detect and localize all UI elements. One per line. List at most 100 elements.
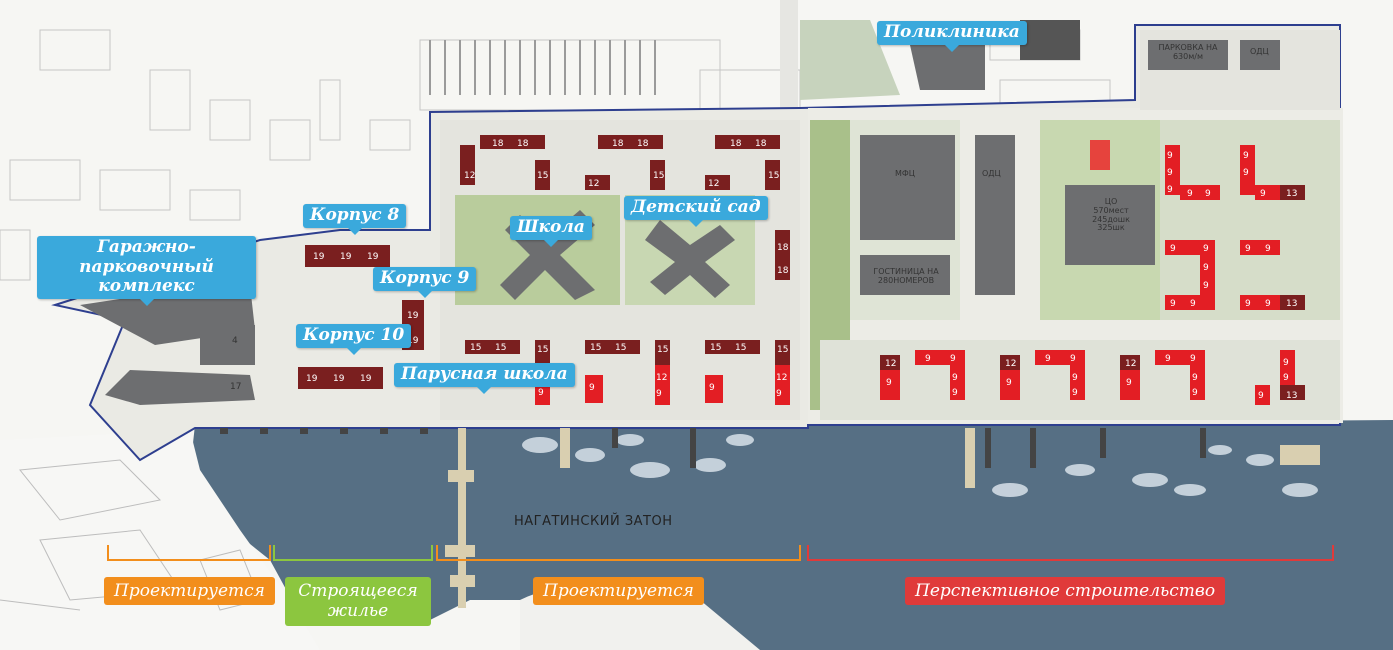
svg-text:15: 15: [735, 343, 746, 353]
svg-text:12: 12: [1005, 359, 1016, 369]
svg-text:9: 9: [1203, 281, 1209, 291]
svg-text:9: 9: [1167, 185, 1173, 195]
svg-text:12: 12: [464, 171, 475, 181]
svg-text:19: 19: [333, 374, 345, 384]
korpus8-label: Корпус 8: [303, 204, 407, 234]
svg-text:9: 9: [1203, 263, 1209, 273]
svg-text:4: 4: [232, 336, 238, 346]
svg-text:15: 15: [537, 171, 548, 181]
svg-text:9: 9: [1283, 373, 1289, 383]
svg-text:12: 12: [708, 179, 719, 189]
svg-text:9: 9: [1167, 151, 1173, 161]
svg-text:15: 15: [537, 345, 548, 355]
svg-text:18: 18: [492, 139, 504, 149]
svg-text:9: 9: [709, 383, 715, 393]
svg-text:18: 18: [755, 139, 767, 149]
svg-text:15: 15: [657, 345, 668, 355]
svg-text:9: 9: [1170, 299, 1176, 309]
svg-text:18: 18: [777, 243, 789, 253]
svg-text:9: 9: [1165, 354, 1171, 364]
garage-complex-label: Гаражно-парковочный комплекс: [37, 236, 256, 306]
svg-text:15: 15: [710, 343, 721, 353]
svg-text:15: 15: [495, 343, 506, 353]
svg-text:9: 9: [1265, 299, 1271, 309]
svg-text:17: 17: [230, 382, 241, 392]
mfc-label: МФЦ: [895, 169, 915, 178]
svg-text:18: 18: [637, 139, 649, 149]
svg-text:9: 9: [1245, 299, 1251, 309]
svg-text:9: 9: [1006, 378, 1012, 388]
stage-designed-1: Проектируется: [104, 577, 275, 606]
svg-text:9: 9: [1243, 151, 1249, 161]
svg-text:13: 13: [1286, 189, 1297, 199]
svg-text:9: 9: [1192, 388, 1198, 398]
svg-text:9: 9: [776, 389, 782, 399]
svg-text:19: 19: [360, 374, 372, 384]
svg-text:9: 9: [1187, 189, 1193, 199]
water-name-label: НАГАТИНСКИЙ ЗАТОН: [514, 514, 673, 529]
svg-text:9: 9: [925, 354, 931, 364]
svg-text:15: 15: [768, 171, 779, 181]
svg-text:9: 9: [1072, 388, 1078, 398]
hotel-label: ГОСТИНИЦА НА 280НОМЕРОВ: [873, 267, 939, 285]
svg-text:9: 9: [656, 389, 662, 399]
svg-text:9: 9: [1265, 244, 1271, 254]
polyclinic-label: Поликлиника: [877, 21, 1027, 51]
svg-text:9: 9: [886, 378, 892, 388]
stage-under-construction: Строящееся жилье: [285, 577, 431, 626]
svg-text:18: 18: [777, 266, 789, 276]
svg-text:12: 12: [1125, 359, 1136, 369]
svg-text:9: 9: [1205, 189, 1211, 199]
svg-text:12: 12: [588, 179, 599, 189]
odc-top-label: ОДЦ: [1250, 47, 1269, 56]
svg-text:9: 9: [1167, 168, 1173, 178]
svg-text:9: 9: [1190, 354, 1196, 364]
svg-text:9: 9: [1243, 168, 1249, 178]
parking-label: ПАРКОВКА НА 630м/м: [1158, 43, 1218, 61]
svg-text:9: 9: [1203, 244, 1209, 254]
svg-text:19: 19: [306, 374, 318, 384]
svg-text:12: 12: [776, 373, 787, 383]
svg-text:15: 15: [470, 343, 481, 353]
svg-text:18: 18: [730, 139, 742, 149]
kindergarten-label: Детский сад: [624, 196, 768, 226]
stage-prospective: Перспективное строительство: [905, 577, 1226, 606]
svg-text:19: 19: [313, 252, 325, 262]
svg-text:9: 9: [1260, 189, 1266, 199]
svg-text:15: 15: [590, 343, 601, 353]
shopping-center-label: ЦО 570мест 245дошк 325шк: [1092, 197, 1130, 233]
svg-text:9: 9: [1245, 244, 1251, 254]
svg-text:9: 9: [1045, 354, 1051, 364]
svg-text:9: 9: [1126, 378, 1132, 388]
svg-text:9: 9: [1192, 373, 1198, 383]
sailing-school-label: Парусная школа: [394, 363, 575, 393]
svg-text:19: 19: [340, 252, 352, 262]
svg-text:18: 18: [612, 139, 624, 149]
svg-text:15: 15: [777, 345, 788, 355]
svg-text:13: 13: [1286, 299, 1297, 309]
svg-text:9: 9: [1190, 299, 1196, 309]
svg-text:19: 19: [407, 336, 419, 346]
svg-text:18: 18: [517, 139, 529, 149]
svg-text:12: 12: [885, 359, 896, 369]
svg-text:15: 15: [615, 343, 626, 353]
school-label: Школа: [510, 216, 592, 246]
svg-text:9: 9: [1072, 373, 1078, 383]
stage-designed-2: Проектируется: [533, 577, 704, 606]
svg-text:9: 9: [952, 373, 958, 383]
svg-text:19: 19: [367, 252, 379, 262]
odc-label: ОДЦ: [982, 169, 1001, 178]
svg-text:9: 9: [1170, 244, 1176, 254]
svg-text:12: 12: [656, 373, 667, 383]
svg-text:9: 9: [1070, 354, 1076, 364]
svg-text:15: 15: [653, 171, 664, 181]
korpus9-label: Корпус 9: [373, 267, 477, 297]
svg-text:9: 9: [950, 354, 956, 364]
svg-text:9: 9: [952, 388, 958, 398]
korpus10-label: Корпус 10: [296, 324, 412, 354]
svg-text:9: 9: [589, 383, 595, 393]
svg-text:9: 9: [1258, 391, 1264, 401]
svg-text:19: 19: [407, 311, 419, 321]
